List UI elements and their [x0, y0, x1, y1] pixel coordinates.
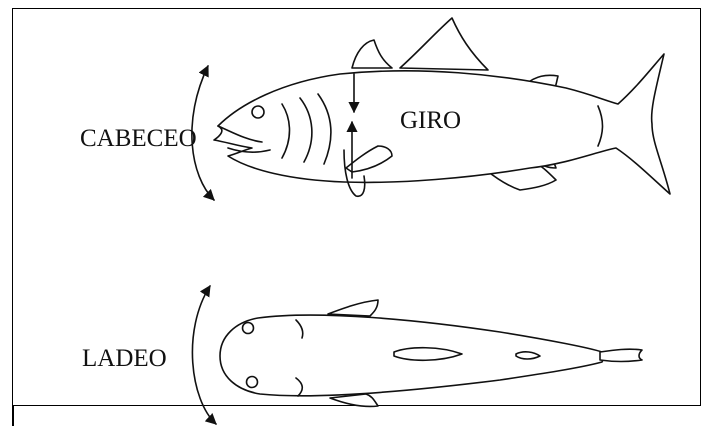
- side-view-fish: [214, 18, 670, 194]
- top-view-fish: [220, 300, 642, 407]
- dorsal-fin-rear: [400, 18, 488, 70]
- left-eye: [243, 323, 254, 334]
- roll-label: LADEO: [82, 345, 167, 372]
- eye: [252, 106, 264, 118]
- dorsal-fin-front: [352, 40, 392, 68]
- top-tail: [600, 349, 642, 361]
- roll-arrow: [192, 286, 216, 424]
- top-fin-lower: [330, 394, 378, 407]
- right-eye: [247, 377, 258, 388]
- yaw-label: GIRO: [400, 107, 461, 134]
- pitch-label: CABECEO: [80, 125, 197, 152]
- top-fin-upper: [328, 300, 378, 316]
